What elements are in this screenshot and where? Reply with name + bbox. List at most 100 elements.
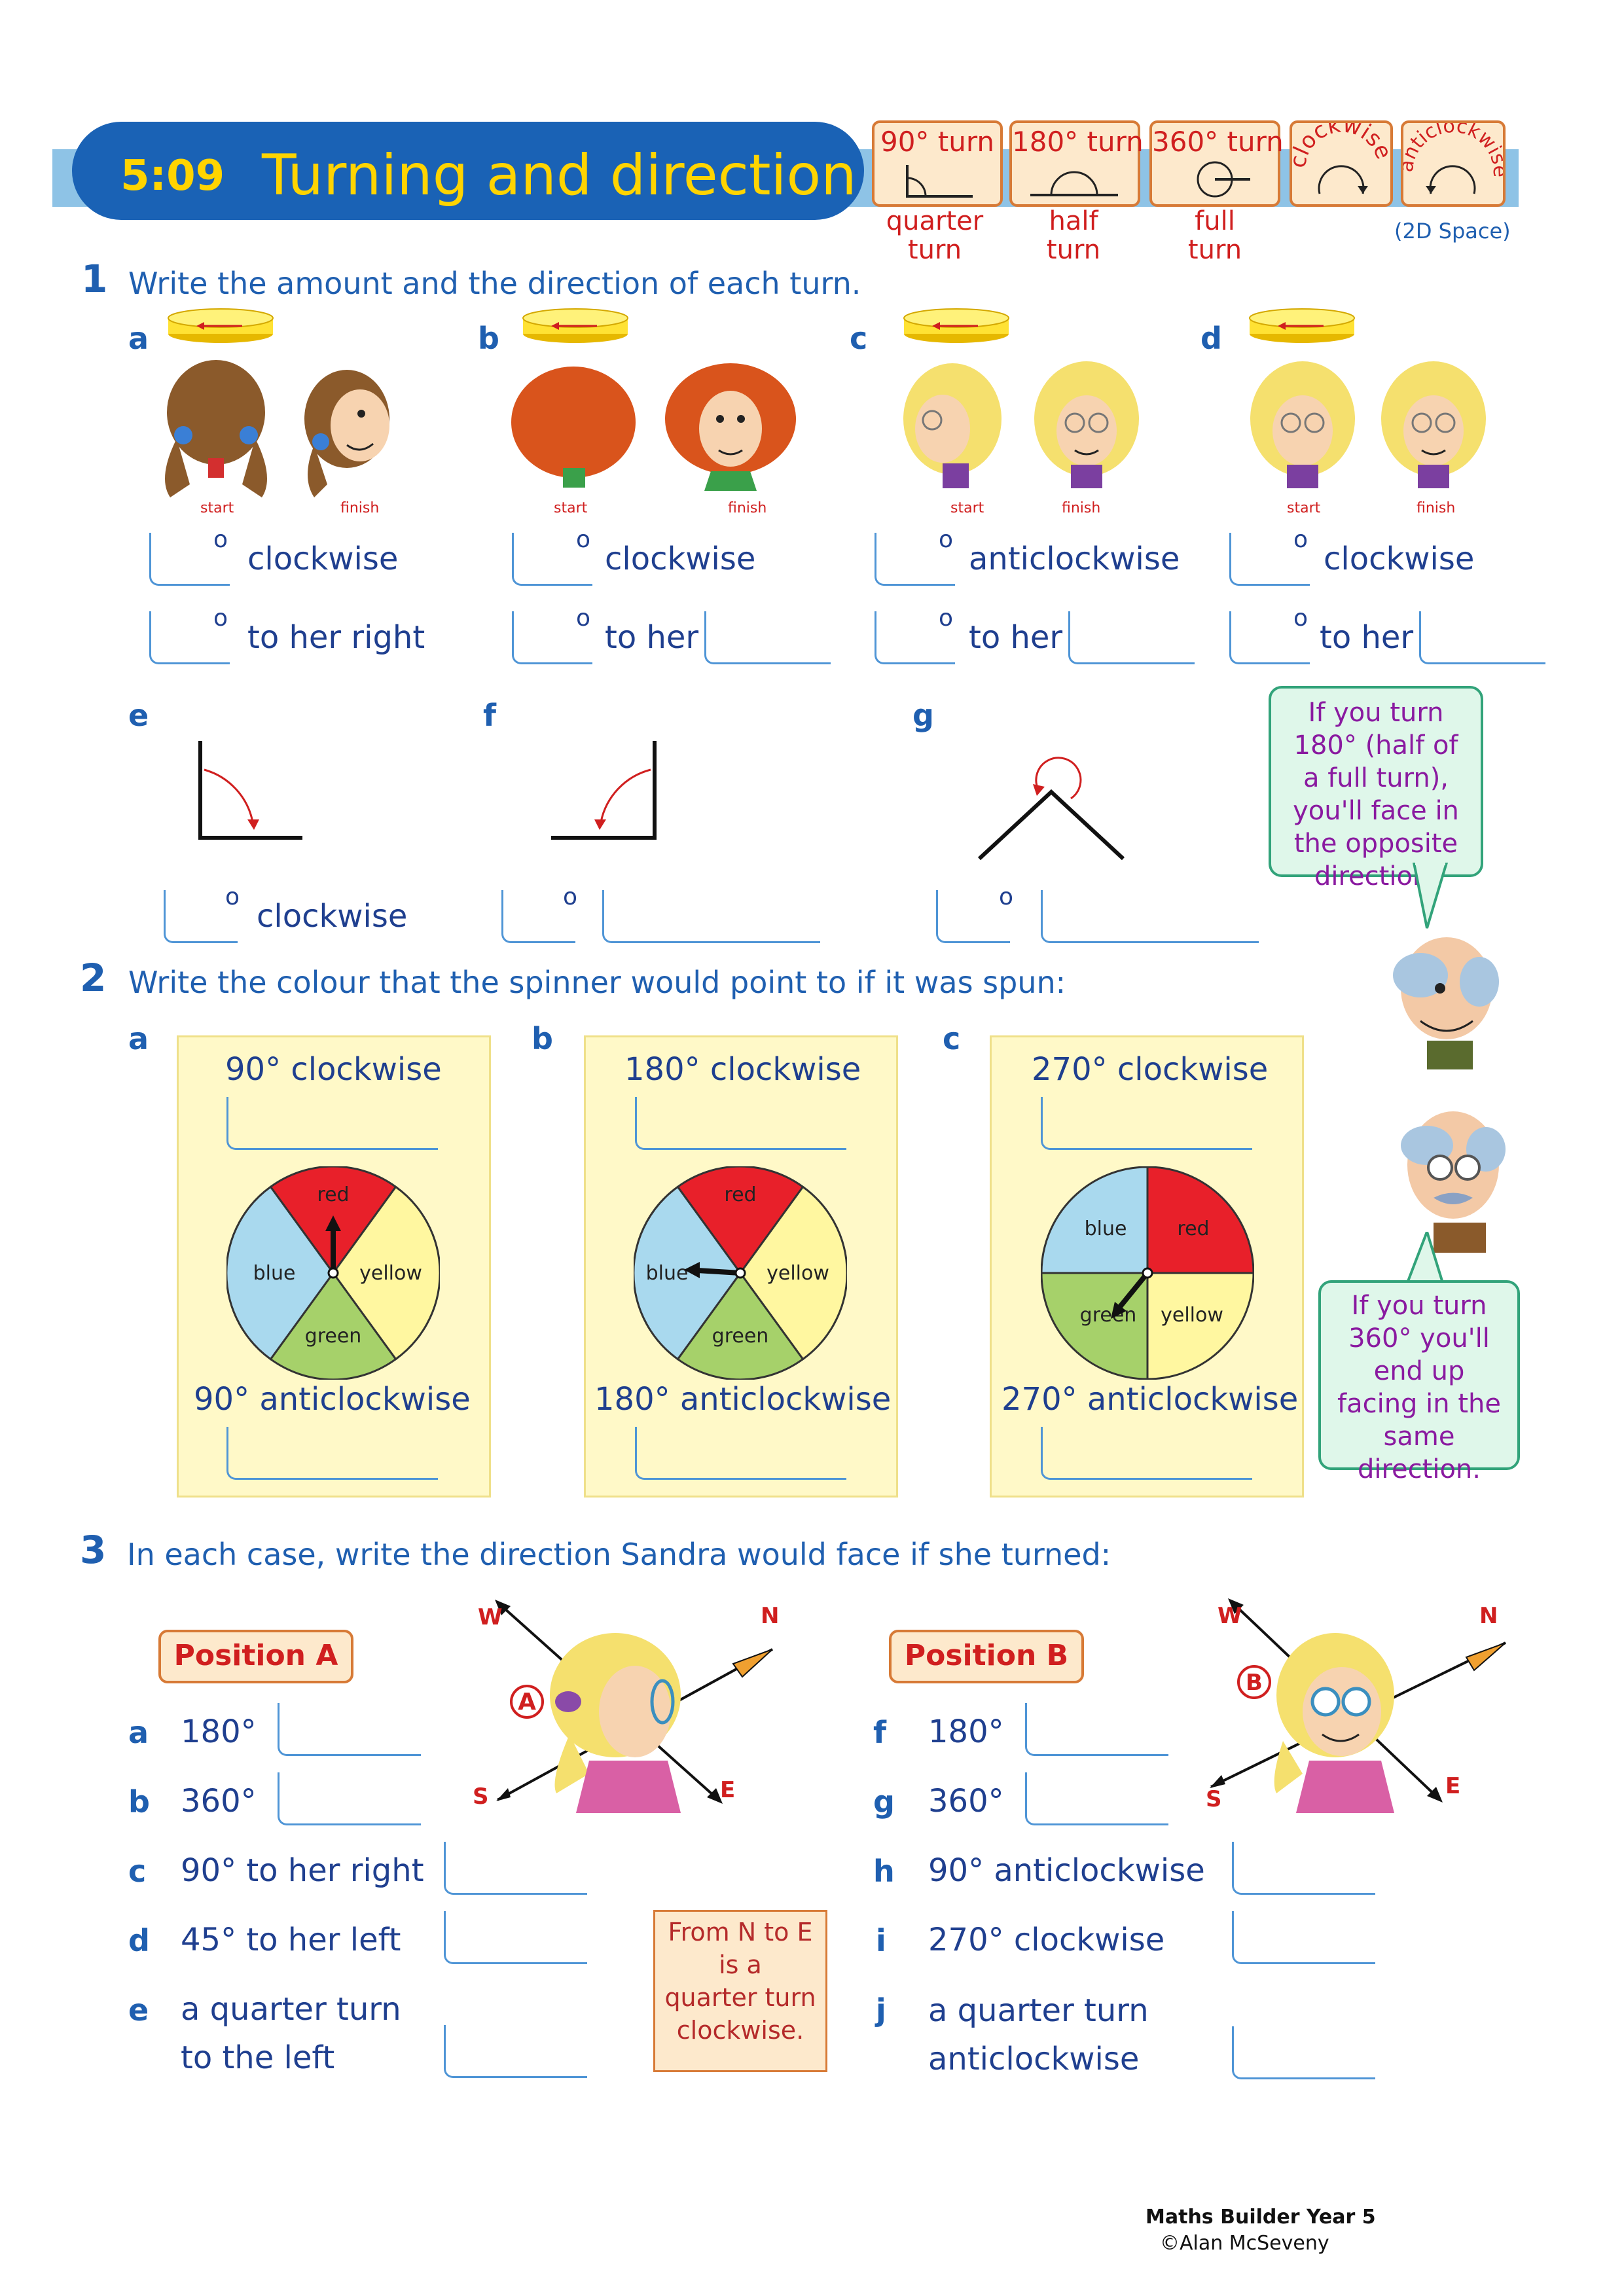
spinner-letter-c: c xyxy=(943,1021,961,1056)
answer-box-1a-degrees-2[interactable] xyxy=(149,611,230,664)
answer-box-3e[interactable] xyxy=(444,2025,587,2078)
degree-symbol: o xyxy=(576,526,591,553)
item-letter: g xyxy=(873,1784,895,1820)
finish-label: finish xyxy=(1062,500,1101,516)
angle-diagram-e xyxy=(198,741,302,840)
item-text: 270° clockwise xyxy=(928,1922,1165,1958)
answer-box-3f[interactable] xyxy=(1025,1703,1168,1756)
direction-text: to her xyxy=(1320,619,1414,656)
sandra-compass-a: A W N S E xyxy=(473,1600,779,1813)
answer-box-3j[interactable] xyxy=(1232,2026,1375,2079)
compass-n: N xyxy=(1479,1603,1498,1629)
part-letter-f: f xyxy=(483,698,497,733)
answer-box-3i[interactable] xyxy=(1232,1911,1375,1964)
old-man-illustration xyxy=(1393,937,1499,1069)
item-letter: d xyxy=(128,1923,150,1958)
spinner-letter-b: b xyxy=(532,1021,553,1056)
start-label: start xyxy=(200,500,234,516)
answer-box-3g[interactable] xyxy=(1025,1772,1168,1825)
turntable-icon xyxy=(168,308,274,343)
question-3-text: In each case, write the direction Sandra… xyxy=(127,1537,1111,1572)
degree-symbol: o xyxy=(213,605,228,632)
direction-text: clockwise xyxy=(257,898,408,935)
answer-box-3a[interactable] xyxy=(278,1703,421,1756)
item-text-line2: to the left xyxy=(181,2039,335,2076)
answer-box-1a-degrees[interactable] xyxy=(149,533,230,586)
answer-box-1d-degrees-2[interactable] xyxy=(1229,611,1310,664)
answer-box-3d[interactable] xyxy=(444,1911,587,1964)
answer-box-1c-direction[interactable] xyxy=(1068,611,1195,664)
answer-box-1d-direction[interactable] xyxy=(1419,611,1545,664)
item-text: 90° to her right xyxy=(181,1852,424,1889)
part-letter-g: g xyxy=(912,698,934,733)
finish-label: finish xyxy=(340,500,380,516)
part-letter-c: c xyxy=(850,321,868,356)
page-title: Turning and direction xyxy=(262,143,857,208)
answer-box-2b-clockwise[interactable] xyxy=(635,1097,846,1150)
answer-box-1g-degrees[interactable] xyxy=(936,890,1010,943)
question-1-text: Write the amount and the direction of ea… xyxy=(128,266,861,301)
answer-box-1c-degrees-2[interactable] xyxy=(875,611,955,664)
spinner-c: blue red yellow green xyxy=(1041,1166,1254,1380)
turn-caption-half: half turn xyxy=(1046,206,1101,265)
answer-box-1g-direction[interactable] xyxy=(1041,890,1259,943)
direction-text: clockwise xyxy=(247,541,399,577)
answer-box-1f-degrees[interactable] xyxy=(501,890,575,943)
start-label: start xyxy=(1287,500,1321,516)
spinner-b: red yellow green blue xyxy=(634,1166,847,1380)
sector-blue xyxy=(634,1185,742,1361)
girl-brown-hair-illustration xyxy=(165,360,389,497)
bubble-tail xyxy=(1412,863,1449,929)
answer-box-2a-clockwise[interactable] xyxy=(226,1097,438,1150)
item-letter: f xyxy=(873,1715,887,1750)
angle-diagram-f xyxy=(551,741,657,840)
turn-caption-quarter: quarter turn xyxy=(886,206,984,265)
header-pill xyxy=(72,122,864,220)
start-label: start xyxy=(554,500,588,516)
turn-key-anticlockwise: anticlockwise xyxy=(1395,115,1511,207)
answer-box-3c[interactable] xyxy=(444,1842,587,1895)
sector-green xyxy=(676,1271,804,1380)
answer-box-1c-degrees[interactable] xyxy=(875,533,955,586)
answer-box-2c-anticlockwise[interactable] xyxy=(1041,1427,1252,1480)
question-2-text: Write the colour that the spinner would … xyxy=(128,965,1066,1000)
compass-s: S xyxy=(1206,1786,1222,1812)
degree-symbol: o xyxy=(1293,526,1308,553)
answer-box-2a-anticlockwise[interactable] xyxy=(226,1427,438,1480)
answer-box-1e-degrees[interactable] xyxy=(164,890,238,943)
spinner-top-label: 90° clockwise xyxy=(225,1051,442,1088)
part-letter-b: b xyxy=(478,321,499,356)
turn-key-label: 90° turn xyxy=(880,126,995,158)
spinner-bottom-label: 180° anticlockwise xyxy=(594,1381,892,1418)
sector-label: red xyxy=(1177,1217,1209,1240)
answer-box-3b[interactable] xyxy=(278,1772,421,1825)
sector-label: green xyxy=(712,1325,769,1348)
answer-box-1b-degrees-2[interactable] xyxy=(512,611,592,664)
turntable-icon xyxy=(903,308,1009,343)
answer-box-2c-clockwise[interactable] xyxy=(1041,1097,1252,1150)
item-letter: j xyxy=(876,1992,886,2028)
clockwise-icon: clockwise xyxy=(1285,111,1397,194)
sector-red xyxy=(1146,1166,1254,1274)
direction-text: to her right xyxy=(247,619,425,656)
answer-box-1f-direction[interactable] xyxy=(602,890,820,943)
answer-box-1b-direction[interactable] xyxy=(704,611,831,664)
anticlockwise-icon: anticlockwise xyxy=(1395,115,1511,194)
turn-key-label: 360° turn xyxy=(1152,126,1284,158)
item-text: 360° xyxy=(181,1783,257,1820)
spinner-pointer xyxy=(696,1268,741,1276)
direction-text: anticlockwise xyxy=(969,541,1180,577)
answer-box-3h[interactable] xyxy=(1232,1842,1375,1895)
degree-symbol: o xyxy=(213,526,228,553)
item-text: 180° xyxy=(181,1713,257,1750)
answer-box-1d-degrees[interactable] xyxy=(1229,533,1310,586)
spinner-a: red yellow green blue xyxy=(226,1166,440,1380)
spinner-pointer xyxy=(1116,1271,1150,1310)
sector-blue xyxy=(226,1185,334,1361)
answer-box-2b-anticlockwise[interactable] xyxy=(635,1427,846,1480)
strand-label: (2D Space) xyxy=(1394,219,1511,243)
item-letter: i xyxy=(876,1923,886,1958)
answer-box-1b-degrees[interactable] xyxy=(512,533,592,586)
sandra-compass-b: B W N S E xyxy=(1206,1598,1506,1813)
turn-key-180: 180° turn xyxy=(1009,120,1144,207)
